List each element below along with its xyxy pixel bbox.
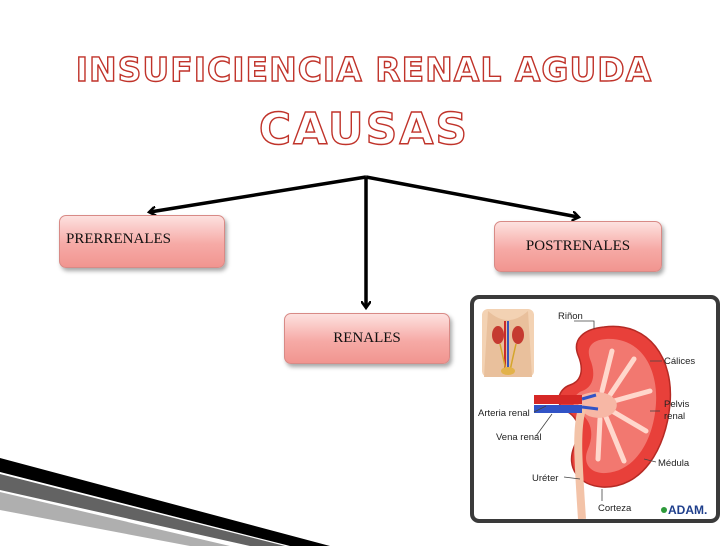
label-corteza: Corteza: [598, 503, 632, 514]
node-renales-label: RENALES: [333, 330, 401, 346]
label-calices: Cálices: [664, 356, 695, 367]
torso-thumbnail: [482, 309, 534, 377]
node-prerrenales: PRERRENALES: [59, 215, 225, 268]
kidney-cross-section: [534, 325, 672, 519]
label-arteria-renal: Arteria renal: [478, 408, 530, 419]
node-renales: RENALES: [284, 313, 450, 364]
label-rinon: Riñon: [558, 311, 583, 322]
label-ureter: Uréter: [532, 473, 558, 484]
slide-title: INSUFICIENCIA RENAL AGUDA: [75, 49, 653, 89]
label-vena-renal: Vena renal: [496, 432, 541, 443]
arrow-to-postrenales: [365, 175, 578, 217]
brand-dot-icon: [661, 507, 667, 513]
brand-logo: ADAM.: [668, 503, 707, 517]
label-pelvis: Pelvis: [664, 399, 690, 410]
kidney-illustration: Riñon Cálices Arteria renal Pelvis renal…: [470, 295, 720, 523]
arrow-to-prerrenales: [150, 175, 367, 212]
label-pelvis-renal: renal: [664, 411, 685, 422]
slide-subtitle: CAUSAS: [258, 103, 470, 155]
node-postrenales-label: POSTRENALES: [525, 238, 631, 254]
node-postrenales: POSTRENALES: [494, 221, 662, 272]
label-medula: Médula: [658, 458, 690, 469]
leader-lines: [533, 320, 662, 501]
node-prerrenales-label: PRERRENALES: [66, 231, 172, 247]
